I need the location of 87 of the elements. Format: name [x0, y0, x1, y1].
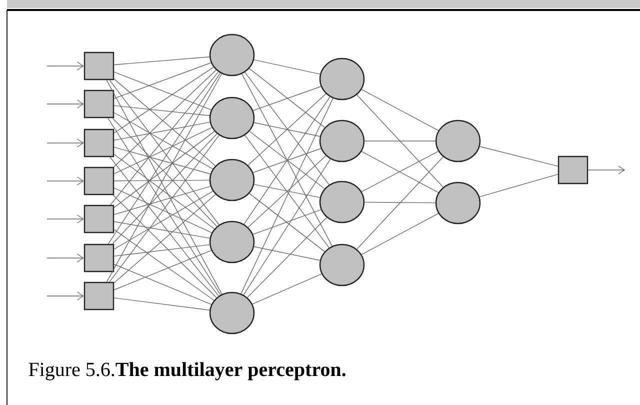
connection-line: [114, 122, 210, 141]
connection-line: [114, 194, 216, 284]
connection-line: [114, 190, 214, 250]
connection-line: [361, 89, 439, 131]
connection-line: [252, 274, 322, 304]
connection-line: [356, 94, 444, 188]
connection-line: [356, 156, 444, 250]
connection-line: [240, 98, 334, 294]
neuron-circle: [435, 182, 481, 224]
neuron-circle: [209, 34, 255, 76]
arrow: [46, 214, 84, 224]
connection-line: [254, 246, 320, 261]
connection-line: [247, 217, 327, 298]
connection-line: [110, 71, 219, 206]
arrow: [46, 100, 84, 108]
unit-square: [84, 128, 114, 158]
connection-line: [114, 130, 215, 208]
connection-line: [114, 112, 214, 170]
connection-line: [114, 186, 211, 215]
connection-line: [252, 209, 322, 235]
connection-line: [242, 74, 332, 246]
connection-line: [114, 154, 215, 230]
arrow: [46, 176, 84, 186]
connection-line: [479, 174, 558, 198]
arrow: [46, 292, 84, 300]
connection-line: [114, 56, 210, 66]
connection-line: [109, 80, 220, 226]
connection-line: [244, 134, 330, 248]
neuron-circle: [435, 120, 481, 162]
connection-line: [364, 202, 436, 204]
connection-line: [108, 72, 221, 244]
connection-line: [114, 264, 212, 305]
arrow: [46, 254, 84, 262]
connection-line: [254, 122, 320, 137]
connection-line: [114, 62, 212, 99]
connection-line: [252, 86, 322, 111]
connection-line: [254, 184, 320, 198]
connection-line: [479, 146, 558, 167]
unit-square: [84, 204, 114, 234]
connection-line: [114, 105, 210, 116]
connection-line: [248, 155, 326, 228]
connection-line: [112, 133, 218, 244]
figure-caption: Figure 5.6.The multilayer perceptron.: [28, 362, 346, 380]
neuron-circle: [319, 120, 365, 162]
connection-line: [249, 193, 325, 252]
arrow: [46, 138, 84, 148]
connection-line: [244, 96, 330, 224]
connection-line: [114, 250, 212, 290]
connection-line: [243, 158, 331, 296]
connection-line: [108, 118, 221, 296]
neuron-circle: [209, 220, 255, 264]
connection-line: [110, 156, 220, 296]
connection-line: [112, 194, 217, 298]
connection-line: [114, 66, 214, 134]
unit-square: [84, 282, 114, 310]
unit-square: [84, 90, 114, 118]
connection-line: [109, 134, 220, 282]
unit-square: [84, 166, 114, 196]
neuron-circle: [209, 158, 255, 202]
connection-line: [364, 140, 436, 142]
connection-line: [114, 127, 212, 174]
neuron-circle: [319, 58, 365, 100]
connection-line: [248, 93, 326, 166]
neuron-circle: [319, 180, 365, 224]
arrow: [588, 166, 626, 174]
connection-line: [244, 72, 330, 186]
unit-square: [84, 244, 114, 272]
neuron-circle: [319, 244, 365, 286]
neuron-circle: [209, 96, 255, 140]
connection-line: [361, 213, 439, 255]
unit-square: [84, 52, 114, 80]
connection-line: [114, 72, 212, 110]
connection-line: [114, 229, 214, 301]
connection-line: [114, 244, 210, 257]
connection-line: [112, 118, 218, 227]
arrow: [46, 62, 84, 70]
connection-line: [249, 131, 325, 189]
connection-line: [254, 59, 320, 75]
unit-square: [558, 156, 588, 184]
connection-line: [252, 148, 322, 173]
connection-line: [114, 188, 212, 234]
connection-line: [114, 221, 210, 238]
connection-line: [114, 298, 210, 310]
neuron-circle: [209, 292, 255, 334]
connection-line: [248, 68, 326, 128]
connection-line: [114, 180, 210, 182]
connection-line: [114, 146, 211, 174]
